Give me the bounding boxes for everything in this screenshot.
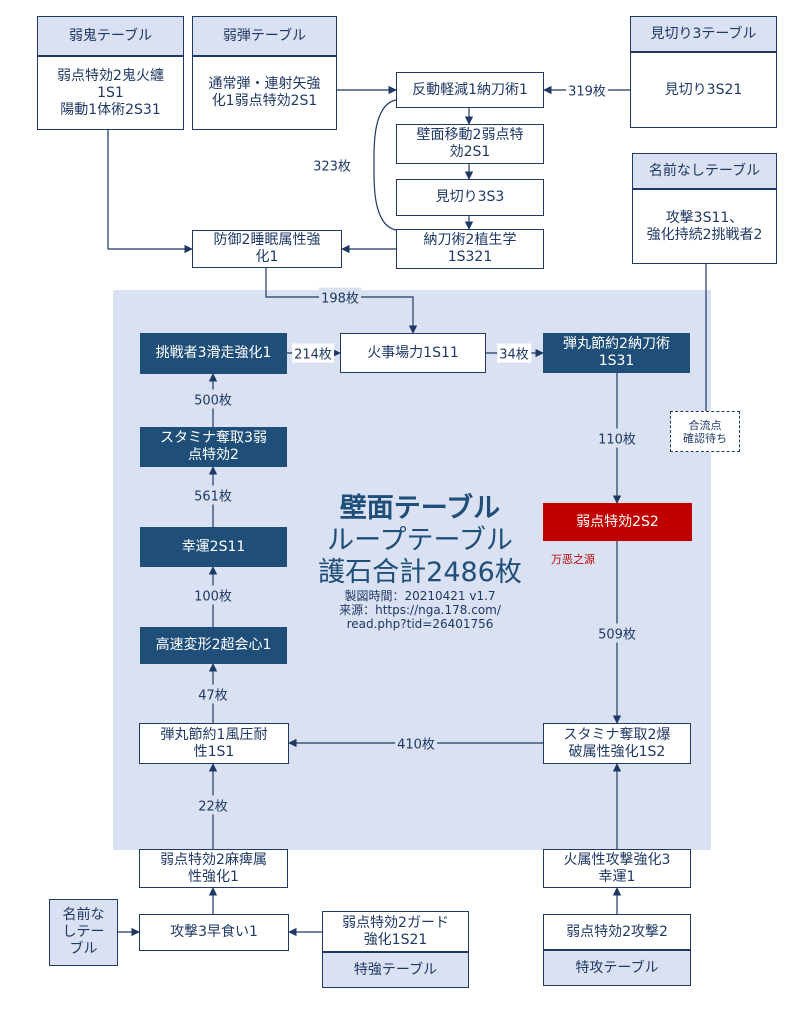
edge-label-323: 323枚	[311, 155, 353, 175]
edge-label-100: 100枚	[192, 585, 234, 605]
node-danmaru-fuuatsu: 弾丸節約1風圧耐 性1S1	[139, 723, 289, 764]
edge-jakki-to-bougyo	[107, 130, 193, 254]
edge-label-509: 509枚	[596, 623, 638, 643]
table-nanashi-bottom: 名前な しテー ブル	[49, 899, 118, 966]
table-tokkou-body: 弱点特効2攻撃2	[543, 914, 691, 950]
node-danmaru-noutou: 弾丸節約2納刀術 1S31	[543, 333, 690, 373]
edge-loop-323	[373, 99, 397, 231]
table-mikiri3-header: 見切り3テーブル	[630, 16, 777, 52]
table-nanashi-top-header: 名前なしテーブル	[632, 153, 777, 189]
annotation-root-cause: 万恶之源	[551, 553, 595, 566]
node-bougyo-suimin: 防御2睡眠属性強 化1	[192, 230, 342, 268]
table-tokkou-header: 特攻テーブル	[543, 950, 691, 986]
edge-label-500: 500枚	[192, 389, 234, 409]
node-handou-noutou: 反動軽減1納刀術1	[396, 72, 544, 108]
node-stamina2-bakuha: スタミナ奪取2爆 破属性強化1S2	[543, 723, 691, 764]
edge-label-561: 561枚	[192, 485, 234, 505]
edge-label-319: 319枚	[566, 80, 608, 100]
edge-label-198: 198枚	[319, 287, 361, 307]
diagram-total: 護石合計2486枚	[318, 557, 522, 588]
node-merge-pending: 合流点 確認待ち	[670, 411, 740, 452]
table-jakki-body: 弱点特効2鬼火纏 1S1 陽動1体術2S31	[37, 56, 184, 130]
node-chousensha-kassou: 挑戦者3滑走強化1	[140, 333, 287, 374]
diagram-source-line2: read.php?tid=26401756	[346, 617, 494, 631]
diagram-title: 壁面テーブル	[339, 493, 501, 524]
node-hizokusei-kouun: 火属性攻撃強化3 幸運1	[543, 849, 691, 888]
node-jakuten-2s2: 弱点特効2S2	[543, 503, 692, 541]
node-jakuten-mahi: 弱点特効2麻痺属 性強化1	[139, 849, 288, 888]
table-nanashi-top-body: 攻撃3S11、 強化持続2挑戦者2	[632, 189, 777, 264]
table-jakki-header: 弱鬼テーブル	[37, 16, 184, 56]
node-kajiba: 火事場力1S11	[340, 333, 486, 373]
diagram-subtitle: ループテーブル	[327, 525, 513, 556]
node-noutou-shokusei: 納刀術2植生学 1S321	[396, 229, 544, 269]
edge-label-110: 110枚	[596, 428, 638, 448]
node-kouun-2s11: 幸運2S11	[140, 527, 287, 567]
table-jakudan-header: 弱弾テーブル	[192, 16, 337, 56]
edge-label-34: 34枚	[497, 343, 531, 363]
edge-label-22: 22枚	[196, 795, 230, 815]
edge-label-214: 214枚	[292, 343, 334, 363]
node-mikiri3-s3: 見切り3S3	[396, 179, 544, 216]
node-hekimen-idou: 壁面移動2弱点特 効2S1	[396, 124, 544, 164]
node-kougeki3-hayagui: 攻撃3早食い1	[139, 914, 289, 951]
edge-label-410: 410枚	[395, 733, 437, 753]
table-mikiri3-body: 見切り3S21	[630, 52, 777, 128]
table-tokkyou-body: 弱点特効2ガード 強化1S21	[322, 911, 469, 952]
diagram-date: 製図時間：20210421 v1.7	[344, 589, 496, 603]
diagram-source-line1: 来源：https://nga.178.com/	[339, 603, 501, 617]
node-stamina3-jakuten: スタミナ奪取3弱 点特効2	[140, 427, 287, 467]
table-tokkyou-header: 特強テーブル	[322, 952, 469, 988]
edge-label-47: 47枚	[196, 684, 230, 704]
center-title-block: 壁面テーブル ループテーブル 護石合計2486枚 製図時間：20210421 v…	[270, 493, 570, 631]
table-jakudan-body: 通常弾・連射矢強 化1弱点特効2S1	[192, 56, 337, 130]
node-kousoku-henkei: 高速変形2超会心1	[140, 627, 287, 664]
